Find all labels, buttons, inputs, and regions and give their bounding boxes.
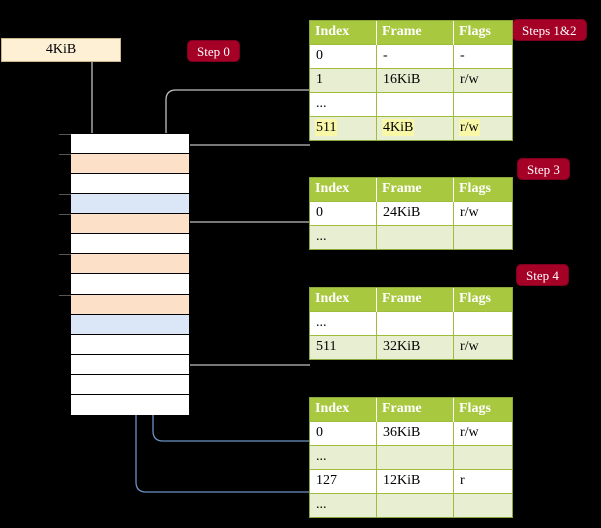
table-cell-index: 0 <box>310 200 377 225</box>
badge-step-4-label: Step 4 <box>526 267 559 283</box>
memory-frame-row <box>59 194 189 215</box>
source-page-label: 4KiB <box>45 42 77 57</box>
table-row: ... <box>310 91 512 116</box>
source-page-box: 4KiB <box>1 38 121 62</box>
column-header-index: Index <box>310 178 377 201</box>
column-header-flags: Flags <box>453 288 512 311</box>
table-cell-frame: 16KiB <box>376 67 454 92</box>
table-cell-index: 511 <box>310 115 377 140</box>
badge-step-0: Step 0 <box>188 41 239 61</box>
memory-frame-row <box>59 134 189 155</box>
memory-row-tick <box>59 214 71 216</box>
memory-frame-row <box>71 394 189 415</box>
column-header-flags: Flags <box>453 178 512 201</box>
table-row: ... <box>310 492 512 517</box>
table-cell-frame <box>376 224 454 249</box>
table-cell-frame <box>376 310 454 335</box>
table-cell-flags: r/w <box>453 67 512 92</box>
memory-frame-row <box>71 354 189 375</box>
column-header-frame: Frame <box>376 398 454 421</box>
table-cell-index: 1 <box>310 67 377 92</box>
memory-frame-row <box>71 314 189 335</box>
table-cell-flags <box>453 310 512 335</box>
column-header-frame: Frame <box>376 178 454 201</box>
table-cell-flags <box>453 224 512 249</box>
memory-frame-row <box>59 254 189 275</box>
memory-frame-row <box>71 234 189 255</box>
badge-steps-1-2-label: Steps 1&2 <box>522 22 577 38</box>
table-cell-index: 0 <box>310 420 377 445</box>
column-header-flags: Flags <box>453 398 512 421</box>
memory-frame-row <box>59 294 189 315</box>
badge-step-0-label: Step 0 <box>197 43 230 59</box>
table-cell-frame: 24KiB <box>376 200 454 225</box>
table-cell-index: ... <box>310 492 377 517</box>
table-cell-flags: r <box>453 468 512 493</box>
column-header-index: Index <box>310 288 377 311</box>
table-cell-index: 127 <box>310 468 377 493</box>
table-cell-index: ... <box>310 91 377 116</box>
table-cell-frame: 4KiB <box>376 115 454 140</box>
memory-frame-row <box>71 174 189 195</box>
table-cell-frame <box>376 444 454 469</box>
badge-step-3-label: Step 3 <box>527 161 560 177</box>
table-cell-index: ... <box>310 310 377 335</box>
table-row: ... <box>310 444 512 469</box>
memory-frame-row <box>71 374 189 395</box>
table-cell-flags: r/w <box>453 420 512 445</box>
table-cell-flags <box>453 91 512 116</box>
table-cell-index: ... <box>310 444 377 469</box>
column-header-flags: Flags <box>453 21 512 44</box>
physical-memory-column <box>59 133 190 415</box>
table-row: 0-- <box>310 43 512 68</box>
memory-frame-row <box>71 274 189 295</box>
table-cell-index: 0 <box>310 43 377 68</box>
column-header-index: Index <box>310 21 377 44</box>
table-cell-flags: - <box>453 43 512 68</box>
table-row: ... <box>310 224 512 249</box>
table-cell-flags <box>453 492 512 517</box>
memory-row-tick <box>59 294 71 296</box>
table-cell-flags: r/w <box>453 200 512 225</box>
table-cell-index: ... <box>310 224 377 249</box>
table-cell-flags: r/w <box>453 115 512 140</box>
table-cell-flags <box>453 444 512 469</box>
memory-row-tick <box>59 134 71 135</box>
table-cell-frame <box>376 91 454 116</box>
memory-row-tick <box>59 194 71 196</box>
memory-frame-row <box>71 334 189 355</box>
table-row: ... <box>310 310 512 335</box>
column-header-index: Index <box>310 398 377 421</box>
badge-step-3: Step 3 <box>518 159 569 179</box>
memory-row-tick <box>59 154 71 156</box>
memory-frame-row <box>59 214 189 235</box>
table-cell-flags: r/w <box>453 334 512 359</box>
memory-frame-row <box>59 154 189 175</box>
column-header-frame: Frame <box>376 288 454 311</box>
table-cell-index: 511 <box>310 334 377 359</box>
table-cell-frame: 12KiB <box>376 468 454 493</box>
column-header-frame: Frame <box>376 21 454 44</box>
table-cell-frame: 32KiB <box>376 334 454 359</box>
table-cell-frame: 36KiB <box>376 420 454 445</box>
table-cell-frame <box>376 492 454 517</box>
arrow-steps12-c <box>166 143 310 153</box>
arrow-step3 <box>174 221 310 261</box>
table-cell-frame: - <box>376 43 454 68</box>
badge-step-4: Step 4 <box>517 265 568 285</box>
memory-row-tick <box>59 254 71 256</box>
badge-steps-1-2: Steps 1&2 <box>513 20 586 40</box>
